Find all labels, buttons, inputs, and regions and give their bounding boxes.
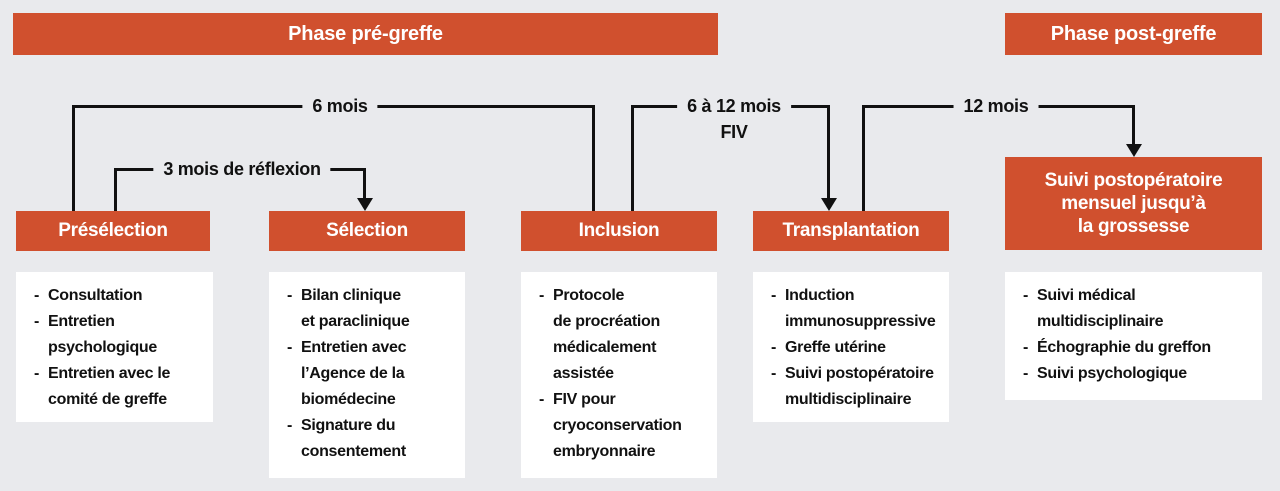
list-item-text: FIV pour cryoconservation embryonnaire [553, 391, 682, 460]
list-item: -Entretien psychologique [34, 309, 205, 361]
list-item: -FIV pour cryoconservation embryonnaire [539, 387, 709, 465]
list-item-text: Suivi postopératoire multidisciplinaire [785, 365, 934, 408]
detail-list-transplantation: -Induction immunosuppressive-Greffe utér… [771, 283, 941, 413]
phase-pre-greffe-header: Phase pré-greffe [13, 13, 718, 55]
list-item-text: Consultation [48, 287, 143, 304]
detail-list-inclusion: -Protocole de procréation médicalement a… [539, 283, 709, 465]
twelve-months-label: 12 mois [953, 93, 1039, 119]
six-twelve-arrowhead-icon [821, 198, 837, 211]
phase-box-selection: Sélection [269, 211, 465, 251]
twelve-months-left-connector [862, 105, 865, 211]
list-item: -Entretien avec l’Agence de la biomédeci… [287, 335, 457, 413]
three-months-arrowhead-icon [357, 198, 373, 211]
six-months-label: 6 mois [302, 93, 378, 119]
list-item-dash: - [287, 417, 293, 434]
list-item-dash: - [34, 287, 40, 304]
list-item-dash: - [771, 365, 777, 382]
list-item: -Entretien avec le comité de greffe [34, 361, 205, 413]
list-item-text: Entretien avec le comité de greffe [48, 365, 171, 408]
phase-box-inclusion: Inclusion [521, 211, 717, 251]
list-item-dash: - [771, 287, 777, 304]
list-item: -Suivi psychologique [1023, 361, 1254, 387]
list-item: -Greffe utérine [771, 335, 941, 361]
list-item-dash: - [34, 365, 40, 382]
list-item-text: Signature du consentement [301, 417, 406, 460]
twelve-months-arrow-stem [1132, 105, 1135, 146]
list-item-dash: - [771, 339, 777, 356]
list-item-text: Entretien psychologique [48, 313, 157, 356]
detail-box-inclusion: -Protocole de procréation médicalement a… [521, 272, 717, 478]
list-item-text: Induction immunosuppressive [785, 287, 936, 330]
list-item-text: Protocole de procréation médicalement as… [553, 287, 660, 382]
list-item-text: Suivi médical multidisciplinaire [1037, 287, 1164, 330]
detail-box-suivi-postoperatoire: -Suivi médical multidisciplinaire-Échogr… [1005, 272, 1262, 400]
list-item-dash: - [34, 313, 40, 330]
detail-box-preselection: -Consultation-Entretien psychologique-En… [16, 272, 213, 422]
list-item-text: Greffe utérine [785, 339, 886, 356]
list-item-dash: - [539, 391, 545, 408]
list-item: -Protocole de procréation médicalement a… [539, 283, 709, 387]
detail-list-preselection: -Consultation-Entretien psychologique-En… [34, 283, 205, 413]
list-item: -Induction immunosuppressive [771, 283, 941, 335]
three-months-left-connector [114, 168, 117, 211]
list-item-dash: - [1023, 339, 1029, 356]
list-item: -Suivi médical multidisciplinaire [1023, 283, 1254, 335]
three-months-arrow-stem [363, 168, 366, 200]
three-months-label: 3 mois de réflexion [153, 156, 331, 182]
list-item-dash: - [287, 287, 293, 304]
list-item: -Suivi postopératoire multidisciplinaire [771, 361, 941, 413]
list-item: -Signature du consentement [287, 413, 457, 465]
six-twelve-months-label: 6 à 12 mois [677, 93, 791, 119]
list-item-dash: - [539, 287, 545, 304]
phase-box-preselection: Présélection [16, 211, 210, 251]
detail-list-selection: -Bilan clinique et paraclinique-Entretie… [287, 283, 457, 465]
six-twelve-arrow-stem [827, 105, 830, 200]
list-item-dash: - [287, 339, 293, 356]
list-item-text: Bilan clinique et paraclinique [301, 287, 410, 330]
list-item-text: Échographie du greffon [1037, 339, 1211, 356]
twelve-months-arrowhead-icon [1126, 144, 1142, 157]
phase-box-transplantation: Transplantation [753, 211, 949, 251]
six-twelve-left-connector [631, 105, 634, 211]
list-item: -Bilan clinique et paraclinique [287, 283, 457, 335]
list-item-text: Suivi psychologique [1037, 365, 1187, 382]
fiv-label: FIV [720, 122, 748, 142]
list-item: -Consultation [34, 283, 205, 309]
list-item: -Échographie du greffon [1023, 335, 1254, 361]
list-item-dash: - [1023, 365, 1029, 382]
detail-list-suivi-postoperatoire: -Suivi médical multidisciplinaire-Échogr… [1023, 283, 1254, 387]
six-months-left-connector [72, 105, 75, 211]
phase-box-suivi-postoperatoire: Suivi postopératoire mensuel jusqu’à la … [1005, 157, 1262, 250]
list-item-text: Entretien avec l’Agence de la biomédecin… [301, 339, 407, 408]
detail-box-selection: -Bilan clinique et paraclinique-Entretie… [269, 272, 465, 478]
detail-box-transplantation: -Induction immunosuppressive-Greffe utér… [753, 272, 949, 422]
list-item-dash: - [1023, 287, 1029, 304]
phase-post-greffe-header: Phase post-greffe [1005, 13, 1262, 55]
six-months-right-connector [592, 105, 595, 211]
